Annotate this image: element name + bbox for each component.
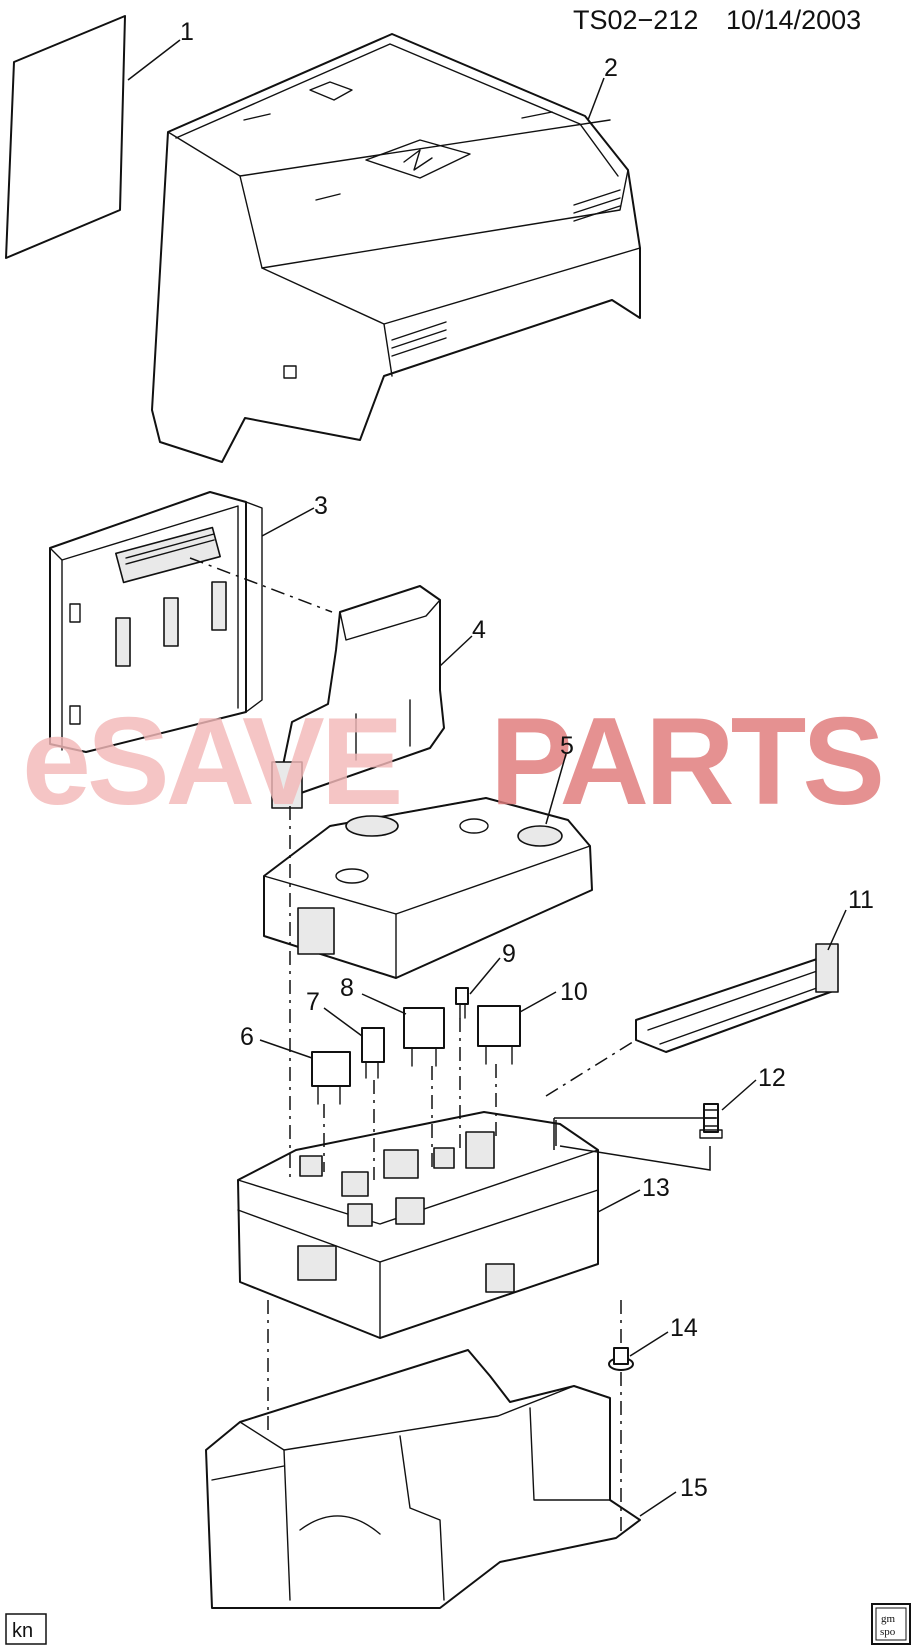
part-2-top-cover: [151, 33, 641, 463]
part-13-fuse-block-body: [237, 1111, 599, 1339]
part-14-nut: [608, 1347, 634, 1371]
part-7-fuse: [361, 1027, 385, 1079]
part-1-label-card: [5, 15, 126, 259]
callout-6: 6: [240, 1023, 254, 1051]
callout-13: 13: [642, 1174, 670, 1202]
part-12-bolt: [699, 1103, 723, 1139]
callout-12: 12: [758, 1064, 786, 1092]
logo-line-1: gm: [881, 1613, 896, 1625]
part-11-fuse-puller: [635, 943, 839, 1053]
callout-7: 7: [306, 988, 320, 1016]
callout-14: 14: [670, 1314, 698, 1342]
callout-1: 1: [180, 18, 194, 46]
drawing-date: 10/14/2003: [726, 5, 861, 35]
callout-8: 8: [340, 974, 354, 1002]
callout-11: 11: [848, 886, 874, 914]
watermark-text-esave: eSAVE: [22, 693, 399, 831]
part-6-relay: [311, 1051, 351, 1105]
callout-15: 15: [680, 1474, 708, 1502]
part-3-control-module: [49, 491, 263, 753]
callout-4: 4: [472, 616, 486, 644]
watermark: eSAVE PARTS: [22, 693, 885, 831]
footer-initials-box: kn: [5, 1613, 47, 1645]
callout-2: 2: [604, 54, 618, 82]
part-4-bracket: [271, 585, 445, 809]
drawing-id: TS02−212: [573, 5, 698, 35]
part-9-mini-fuse: [455, 987, 469, 1019]
callout-10: 10: [560, 978, 588, 1006]
watermark-text-parts: PARTS: [490, 693, 881, 831]
callout-5: 5: [560, 732, 574, 760]
callouts: 1 2 3 4 5 6 7 8 9 10 11 12 13 14 15: [127, 18, 874, 1517]
footer-initials: kn: [12, 1620, 33, 1642]
callout-9: 9: [502, 940, 516, 968]
part-5-fuse-block-lid: [263, 797, 593, 979]
part-8-relay: [403, 1007, 445, 1067]
part-15-lower-tray: [205, 1349, 641, 1609]
logo-line-2: spo: [880, 1626, 896, 1638]
assembly-dash-lines: [189, 557, 716, 1532]
gm-spo-logo: gm spo: [871, 1603, 911, 1645]
callout-3: 3: [314, 492, 328, 520]
part-10-relay: [477, 1005, 521, 1065]
